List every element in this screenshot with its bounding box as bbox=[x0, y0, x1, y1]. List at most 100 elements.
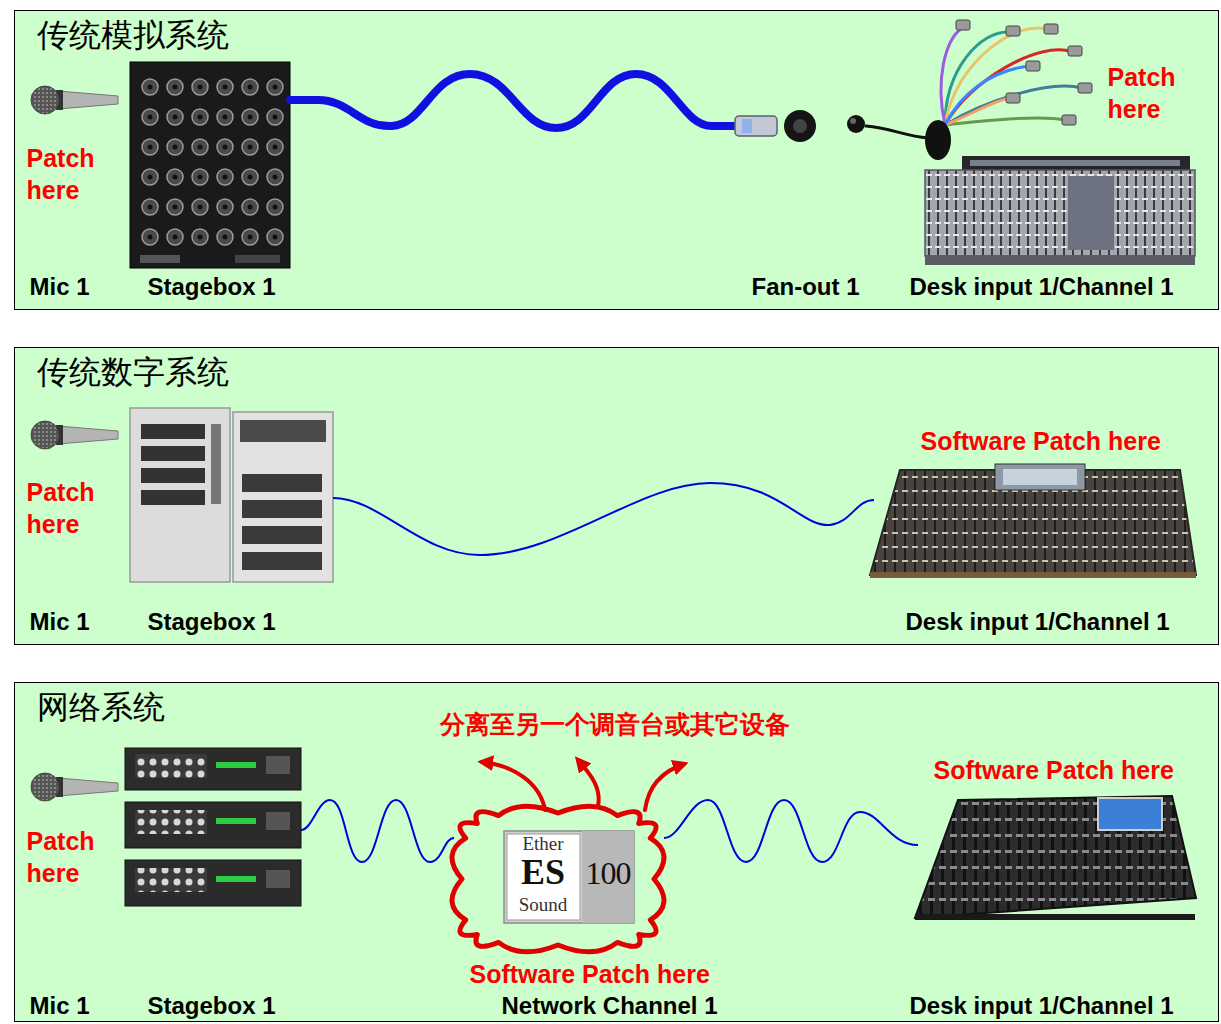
device-label: Mic 1 bbox=[30, 610, 90, 634]
xlr-plug bbox=[1044, 24, 1058, 34]
xlr-plug bbox=[956, 20, 970, 30]
logo-text: 100 bbox=[582, 857, 634, 889]
digital-stagebox bbox=[233, 412, 333, 582]
network-stagebox bbox=[266, 870, 290, 888]
fan-out-loom bbox=[945, 66, 1030, 125]
patch-note: Patch here bbox=[27, 825, 107, 889]
xlr-plug bbox=[956, 20, 1092, 125]
digital-stagebox bbox=[141, 468, 205, 483]
analog-mixing-desk bbox=[925, 170, 1195, 256]
network-cable bbox=[664, 800, 918, 862]
network-mixing-desk bbox=[1098, 798, 1162, 830]
device-label: Mic 1 bbox=[30, 994, 90, 1018]
fan-out-loom bbox=[945, 86, 1082, 125]
xlr-plug bbox=[1006, 26, 1020, 36]
patch-note: Software Patch here bbox=[921, 429, 1161, 454]
microphone bbox=[31, 421, 118, 449]
digital-mixing-desk bbox=[1003, 469, 1077, 485]
analog-mixing-desk bbox=[962, 156, 1190, 171]
patch-note: Software Patch here bbox=[934, 758, 1174, 783]
digital-stagebox bbox=[141, 424, 205, 439]
multipin-connector bbox=[793, 119, 807, 133]
analog-mixing-desk bbox=[970, 160, 1180, 166]
device-label: Desk input 1/Channel 1 bbox=[910, 275, 1174, 299]
device-label: Stagebox 1 bbox=[148, 994, 276, 1018]
split-arrow bbox=[578, 760, 599, 806]
microphone bbox=[31, 86, 118, 114]
system-panel: 传统模拟系统Patch herePatch hereMic 1Stagebox … bbox=[14, 10, 1219, 310]
device-label: Fan-out 1 bbox=[752, 275, 860, 299]
digital-link-cable bbox=[333, 483, 874, 555]
network-mixing-desk bbox=[915, 796, 1196, 920]
network-stagebox bbox=[135, 868, 207, 892]
digital-stagebox bbox=[130, 408, 230, 582]
digital-stagebox bbox=[240, 420, 326, 442]
network-stagebox bbox=[266, 756, 290, 774]
digital-link-cable bbox=[333, 483, 874, 555]
digital-stagebox bbox=[242, 526, 322, 544]
analog-stagebox bbox=[235, 255, 280, 263]
system-panel: 传统数字系统 Patch here Software Patch hereMic 1… bbox=[14, 347, 1219, 645]
multipin-connector bbox=[735, 116, 777, 136]
network-cloud: EtherES Sound100 bbox=[449, 799, 667, 959]
panel-title: 传统数字系统 bbox=[37, 356, 229, 388]
network-stagebox bbox=[125, 748, 301, 790]
network-stagebox bbox=[135, 810, 207, 834]
device-label: Network Channel 1 bbox=[502, 994, 718, 1018]
logo-text: Sound bbox=[504, 895, 582, 914]
panel-ground bbox=[14, 10, 1219, 310]
digital-mixing-desk bbox=[870, 464, 1196, 578]
cloud-outline bbox=[452, 806, 664, 952]
fan-out-loom bbox=[945, 28, 1048, 125]
xlr-plug bbox=[1026, 61, 1040, 71]
fan-out-boot bbox=[925, 120, 951, 160]
split-arrow bbox=[482, 760, 684, 810]
device-label: Stagebox 1 bbox=[148, 275, 276, 299]
fan-out-loom bbox=[866, 28, 1082, 138]
xlr-plug bbox=[1078, 83, 1092, 93]
multipin-connector bbox=[850, 118, 856, 124]
analog-stagebox bbox=[130, 62, 290, 268]
system-panel: EtherESSound100网络系统分离至另一个调音台或其它设备Softwar… bbox=[14, 682, 1219, 1022]
digital-stagebox bbox=[242, 552, 322, 570]
digital-stagebox bbox=[242, 474, 322, 492]
analog-stagebox bbox=[140, 255, 180, 263]
patch-note: Patch here bbox=[27, 476, 107, 540]
logo-text: Ether bbox=[504, 834, 582, 853]
analog-mixing-desk bbox=[925, 156, 1195, 265]
network-stagebox bbox=[135, 754, 207, 778]
network-stagebox bbox=[216, 876, 256, 882]
network-stagebox bbox=[216, 818, 256, 824]
analog-mixing-desk bbox=[1068, 176, 1114, 250]
panel-title: 传统模拟系统 bbox=[37, 19, 229, 51]
device-label: Desk input 1/Channel 1 bbox=[910, 994, 1174, 1018]
logo-text: ES bbox=[504, 854, 582, 890]
digital-mixing-desk bbox=[995, 464, 1085, 490]
logo-panel bbox=[582, 831, 634, 923]
multicore-cable bbox=[290, 74, 736, 128]
multipin-connector bbox=[847, 115, 865, 133]
digital-stagebox bbox=[141, 446, 205, 461]
panel-title: 网络系统 bbox=[37, 691, 165, 723]
analog-mixing-desk bbox=[925, 255, 1195, 265]
xlr-plug bbox=[1068, 46, 1082, 56]
multipin-connector bbox=[742, 119, 752, 133]
analog-stagebox bbox=[138, 72, 288, 252]
multipin-connector bbox=[735, 110, 865, 142]
network-stagebox bbox=[216, 762, 256, 768]
network-stagebox bbox=[125, 802, 301, 848]
patch-note: Software Patch here bbox=[470, 962, 710, 987]
fan-out-loom bbox=[941, 28, 962, 125]
xlr-plug bbox=[1062, 115, 1076, 125]
panel-ground bbox=[14, 347, 1219, 645]
patch-note: Patch here bbox=[1108, 61, 1188, 125]
network-stagebox bbox=[125, 860, 301, 906]
panel-ground bbox=[14, 682, 1219, 1022]
multicore-cable bbox=[290, 74, 736, 128]
fan-out-loom bbox=[866, 126, 928, 138]
microphone bbox=[31, 773, 118, 801]
network-mixing-desk bbox=[915, 914, 1195, 920]
split-arrow bbox=[645, 764, 684, 810]
analog-stagebox bbox=[130, 62, 290, 268]
network-stagebox bbox=[125, 748, 301, 906]
